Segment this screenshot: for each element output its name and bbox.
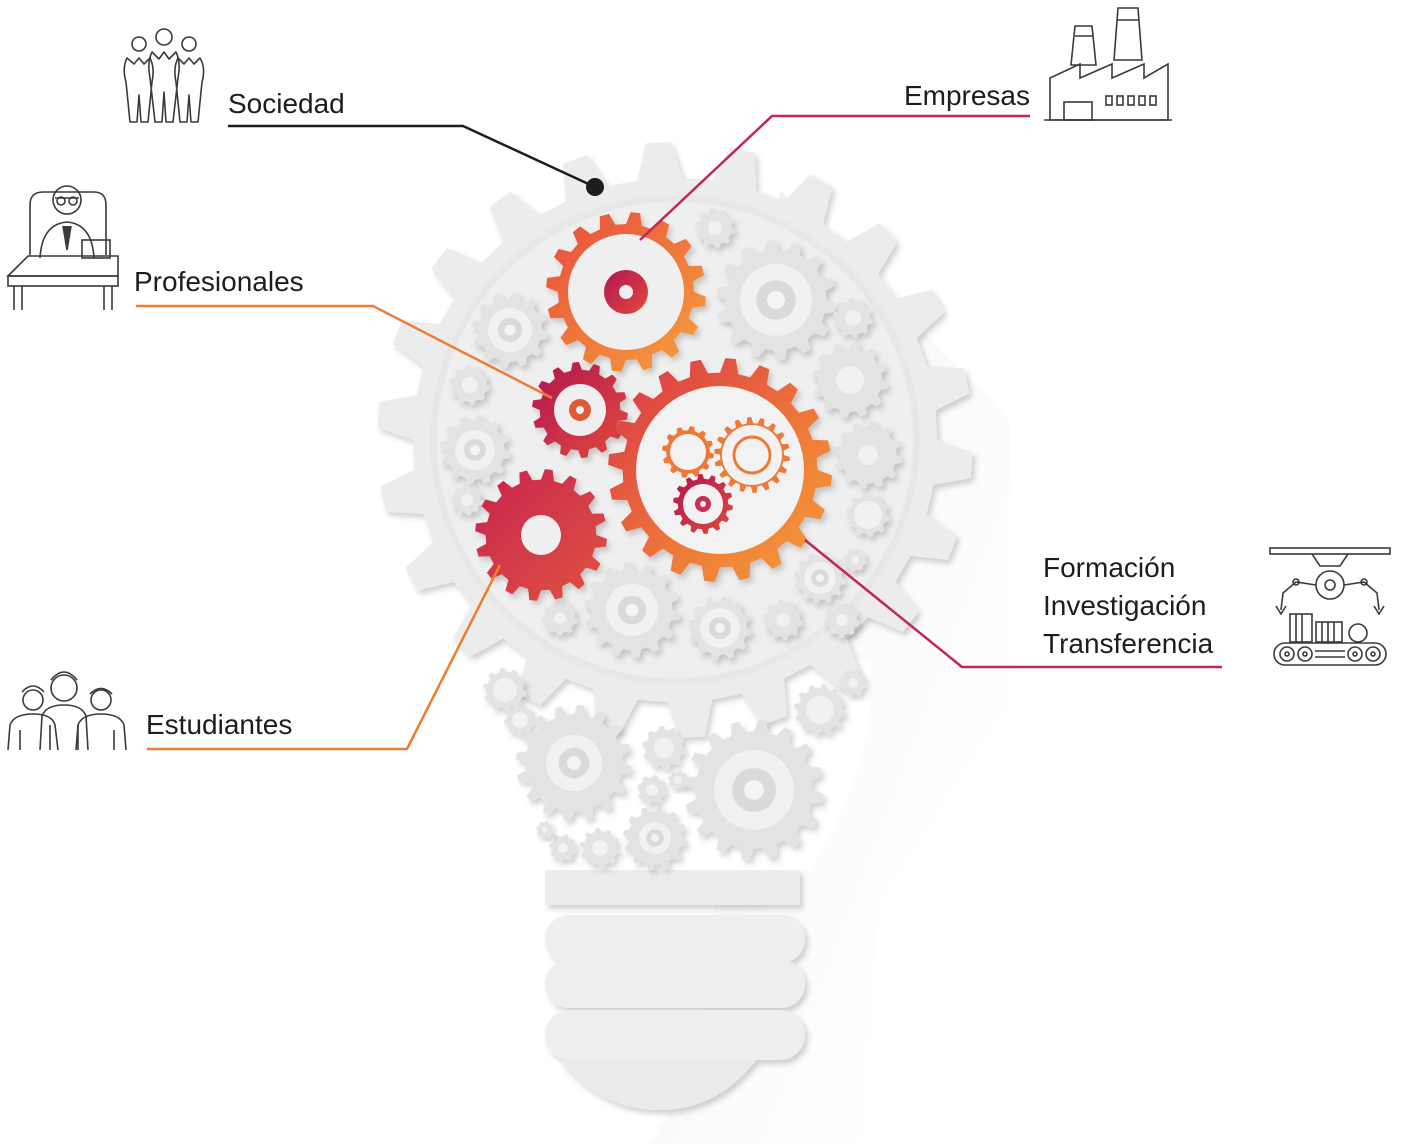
grey-gear-4: [451, 484, 483, 516]
inner-gear-orange: [662, 426, 714, 478]
grey-gear-24: [637, 775, 667, 805]
crimson-gear-left-hole: [576, 406, 584, 414]
grey-gear-18: [839, 669, 867, 697]
grey-gear-15: [763, 600, 803, 640]
students-group-icon: [7, 671, 127, 751]
grey-gear-13: [542, 600, 578, 636]
grey-gear-25: [668, 770, 688, 790]
grey-gear-21: [504, 704, 536, 736]
inner-gear-ring: [714, 417, 790, 493]
people-group-icon: [123, 28, 205, 123]
estudiantes-connector: [147, 564, 502, 751]
empresas-connector: [639, 114, 1030, 241]
profesionales-connector: [136, 304, 553, 400]
label-empresas: Empresas: [904, 80, 1030, 111]
grey-gear-19: [794, 684, 846, 736]
sociedad-connector-dot: [586, 178, 604, 196]
label-estudiantes: Estudiantes: [146, 709, 292, 740]
grey-gear-12: [584, 562, 680, 658]
bulb-base: [545, 870, 805, 1110]
grey-gear-2: [450, 365, 490, 405]
grey-gear-11: [843, 548, 867, 572]
grey-gears: [440, 208, 902, 870]
grey-gear-28: [580, 828, 620, 868]
label-sociedad: Sociedad: [228, 88, 345, 119]
grey-gear-7: [833, 298, 873, 338]
grey-gear-29: [549, 834, 577, 862]
grey-gear-23: [642, 726, 686, 770]
factory-icon: [1044, 7, 1172, 121]
sociedad-connector: [228, 124, 596, 189]
grey-gear-16: [794, 552, 846, 604]
inner-gear-crimson-hole: [700, 501, 706, 507]
formacion-connector: [804, 539, 1222, 669]
grey-gear-5: [695, 208, 735, 248]
label-transferencia: Transferencia: [1043, 628, 1214, 659]
red-gear-bottom: [475, 469, 607, 601]
orange-gear-top-hole: [619, 285, 633, 299]
grey-gear-1: [472, 292, 548, 368]
grey-gear-3: [440, 415, 510, 485]
grey-gear-30: [536, 821, 554, 839]
grey-gear-14: [688, 596, 752, 660]
grey-gear-6: [716, 240, 836, 360]
label-investigacion: Investigación: [1043, 590, 1206, 621]
grey-gear-8: [812, 342, 888, 418]
colored-gears: [475, 212, 832, 601]
grey-gear-20: [483, 668, 527, 712]
grey-gear-22: [516, 705, 632, 821]
label-formacion: Formación: [1043, 552, 1175, 583]
grey-gear-10: [846, 493, 890, 537]
label-profesionales: Profesionales: [134, 266, 304, 297]
grey-gear-27: [623, 806, 687, 870]
grey-gear-9: [834, 421, 902, 489]
robotic-assembly-line-icon: [1269, 547, 1391, 666]
grey-gear-17: [824, 602, 860, 638]
office-worker-icon: [6, 185, 119, 310]
grey-gear-26: [684, 720, 824, 860]
